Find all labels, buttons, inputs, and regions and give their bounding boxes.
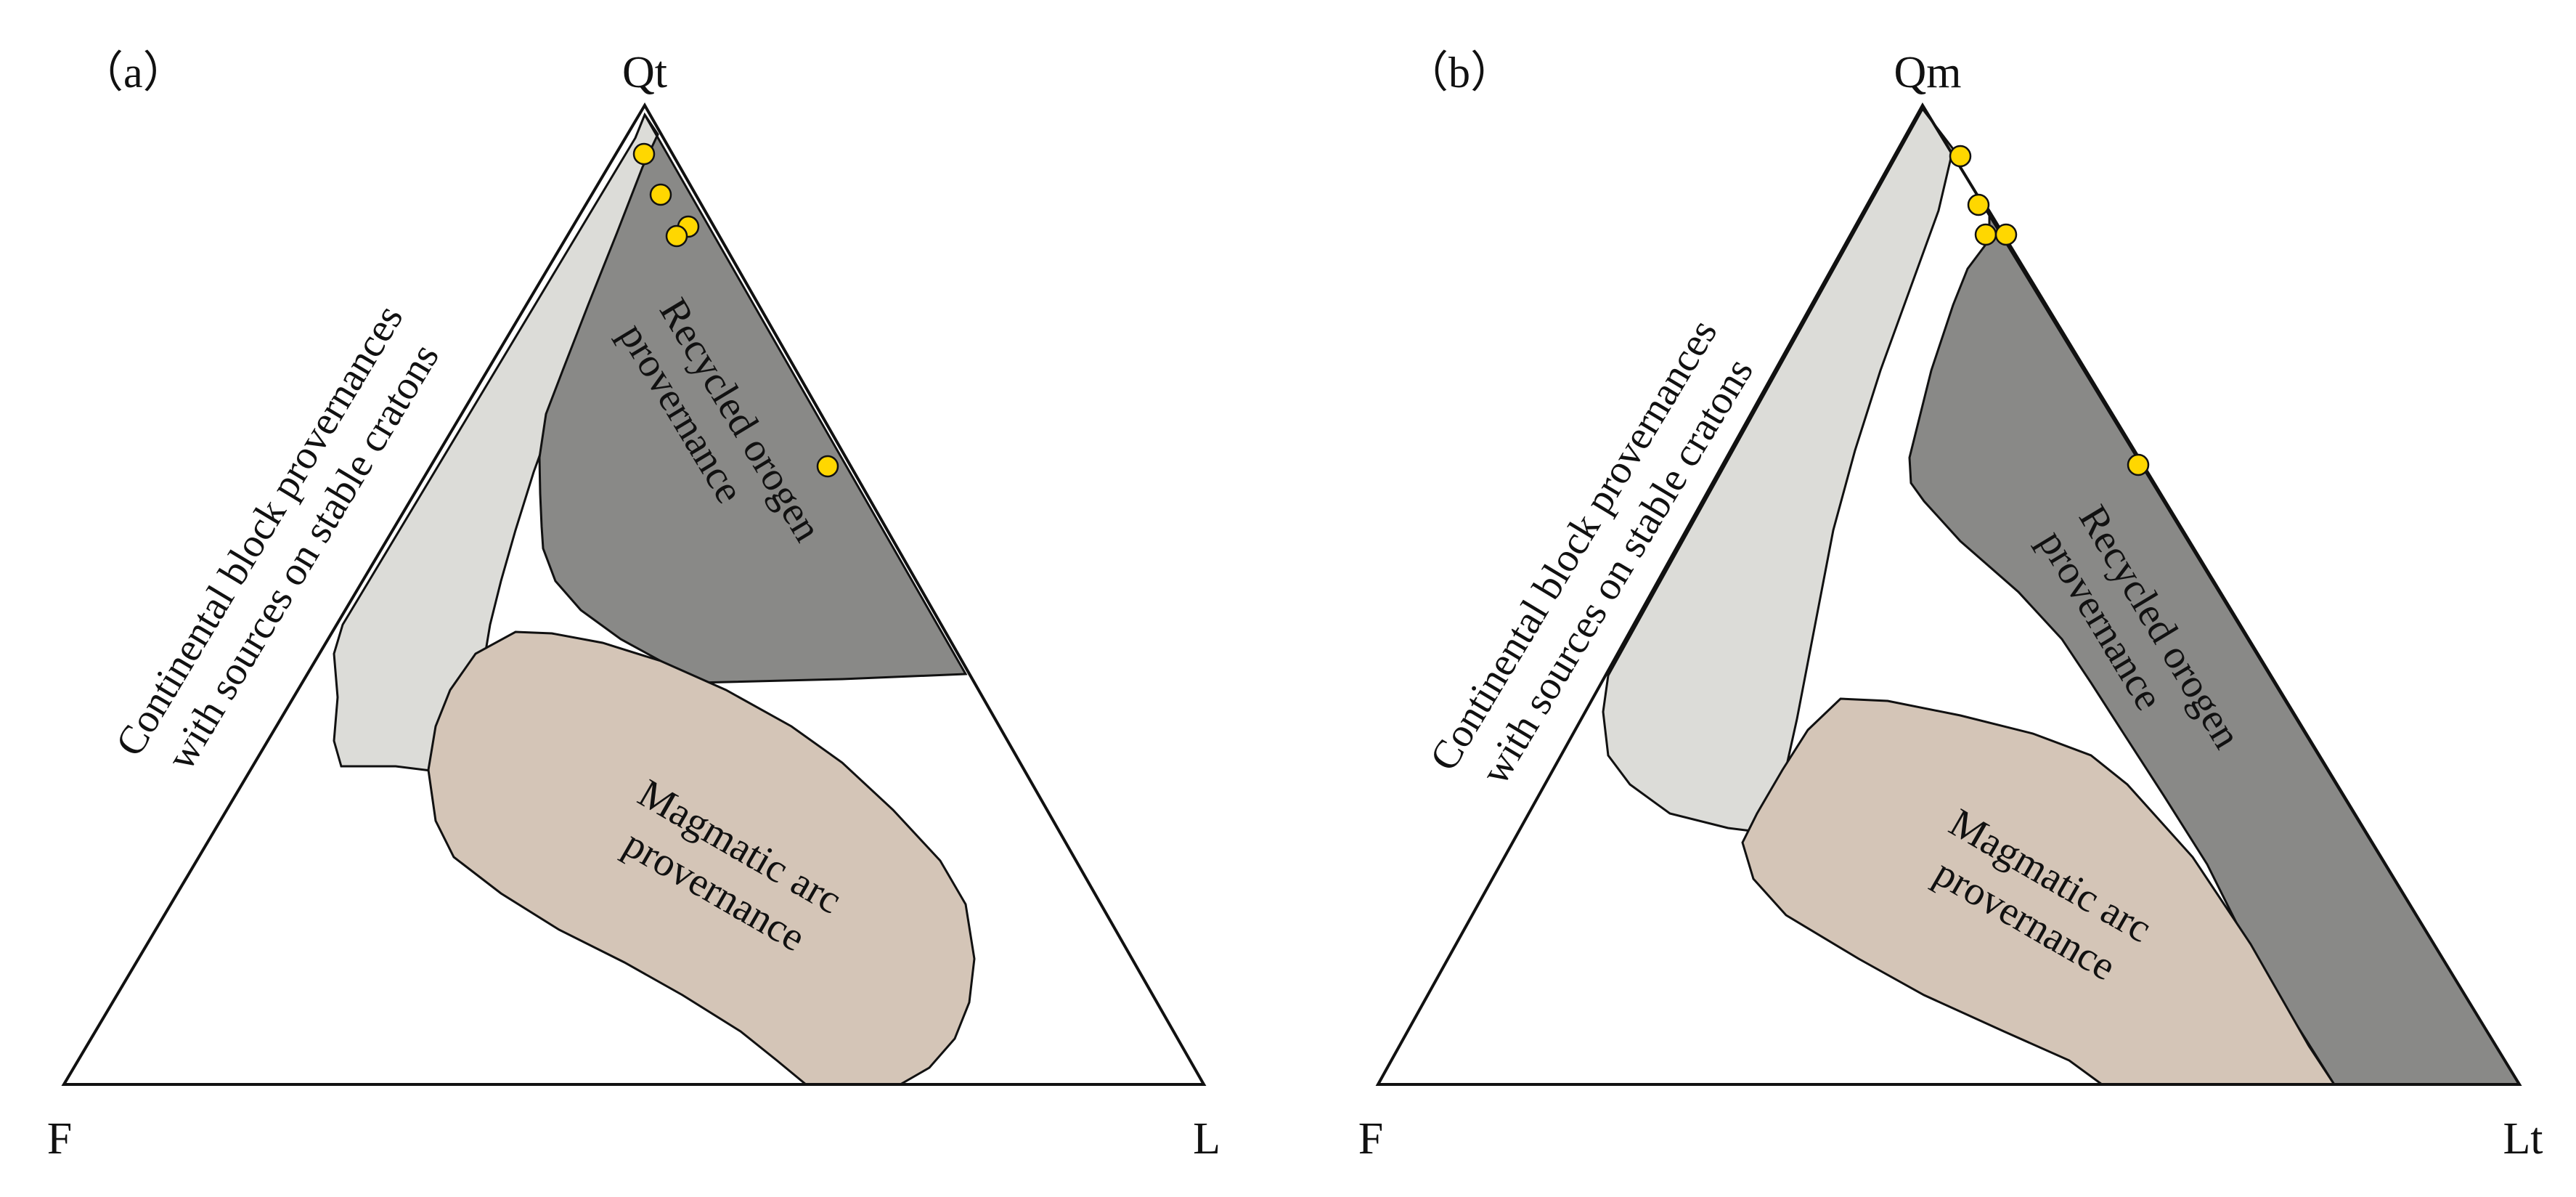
sample-point <box>665 224 688 248</box>
vertex-right-a: L <box>1193 1114 1220 1164</box>
sample-point <box>1949 145 1972 168</box>
triangle-a <box>61 102 1207 1086</box>
vertex-top-a: Qt <box>622 48 667 97</box>
triangle-b <box>1375 102 2522 1086</box>
vertex-right-b: Lt <box>2503 1114 2543 1164</box>
vertex-left-b: F <box>1358 1114 1383 1164</box>
sample-point <box>649 183 672 206</box>
panel-label-b: （b） <box>1405 49 1514 97</box>
sample-point <box>816 455 839 478</box>
sample-point <box>1967 193 1990 216</box>
vertex-top-b: Qm <box>1894 48 1962 97</box>
panel-a: （a） Qt F L Continental block provernance… <box>47 48 1220 1164</box>
sample-point <box>632 142 656 166</box>
vertex-left-a: F <box>47 1114 72 1164</box>
sample-point <box>2127 453 2150 476</box>
sample-point <box>1974 223 1997 246</box>
panel-b: （b） Qm F Lt Continental block provernanc… <box>1358 48 2543 1164</box>
panel-label-a: （a） <box>80 49 187 97</box>
recycled-field-a <box>538 114 968 684</box>
sample-point <box>1994 223 2018 246</box>
